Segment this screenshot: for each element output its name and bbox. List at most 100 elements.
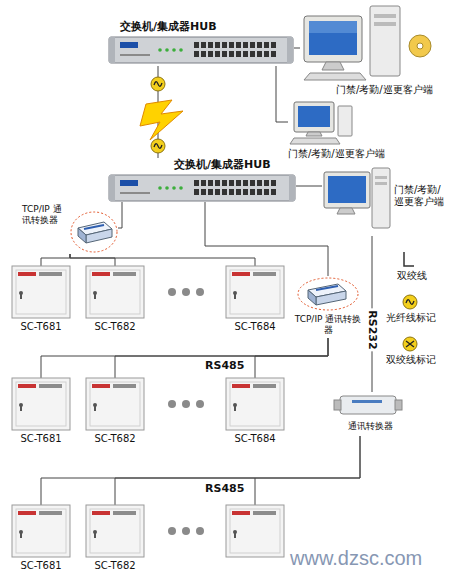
cabinet-lock [234,406,236,411]
disc-hole [417,43,423,49]
device-label: 门禁/考勤/巡更客户端 [288,148,408,160]
cabinet-door [16,382,66,426]
drive-bay [375,182,387,185]
cable [70,254,115,266]
port [257,51,262,57]
converter-body [340,396,396,414]
status-led [158,48,162,52]
port [201,189,206,195]
legend-text: 双绞线 [384,270,440,282]
device-label: SC-T684 [222,321,288,333]
label-holder: www.dzsc.com [290,546,422,570]
port [243,189,248,195]
monitor-stand [306,132,322,136]
cabinet-badge [92,511,110,515]
device-drawing [226,378,284,430]
cabinet-lock [94,406,96,411]
converter-stripe [316,286,338,290]
device-label: 交换机/集成器HUB [174,158,294,171]
cable [41,436,360,505]
panel-stripe [120,54,150,56]
port [194,51,199,57]
cabinet-lock [94,533,96,538]
client-computer: 门禁/考勤/巡更客户端 [288,100,408,164]
cable [255,338,328,378]
port [222,42,227,48]
cabinet-plate [113,384,136,388]
cable [115,436,360,505]
legend-line-sample [404,252,414,266]
device-label: 通讯转换器 [330,421,410,432]
port [257,180,262,186]
legend-entry: 双绞线 [384,270,440,282]
tcpip-converter: TCP/IP 通讯转换器 [22,204,118,254]
cabinet-body [86,266,144,318]
brand-badge [120,180,138,186]
dot [168,288,176,296]
legend-fiber-sample [403,295,417,309]
device-drawing [334,396,402,414]
switch-unit [109,37,293,63]
dot [182,288,190,296]
marker-disc [403,337,417,351]
status-led [165,186,169,190]
port [201,180,206,186]
wireless-bolt [140,100,183,140]
port [201,51,206,57]
pc-tower [370,6,400,76]
marker-wave [406,300,414,305]
cabinet-door [16,509,66,553]
port [250,51,255,57]
rack-ear [287,37,293,63]
cabinet-lock [20,406,22,411]
fiber-marker [151,139,165,153]
controller-cabinet [226,505,284,557]
device-label: SC-T681 [8,433,74,445]
device-drawing [86,378,144,430]
cabinet-lock [20,533,22,538]
cabinet-plate [113,511,136,515]
converter-front [78,228,86,243]
bus-label: RS485 [205,359,244,372]
port [271,51,276,57]
tcpip-converter: TCP/IP 通讯转换器 [292,276,364,338]
port [208,189,213,195]
marker-wave [154,144,162,149]
legend-text: 双绞线标记 [380,354,442,366]
device-label: 门禁/考勤/巡更客户端 [336,84,446,96]
dot [196,288,204,296]
cabinet-plate [253,384,276,388]
port [236,189,241,195]
device-label: TCP/IP 通讯转换器 [292,314,364,336]
port [194,42,199,48]
watermark: www.dzsc.com [290,546,422,570]
port [229,180,234,186]
monitor-stand [322,62,344,70]
terminal-block [395,400,402,410]
cabinet-door [230,270,280,314]
status-led [172,186,176,190]
port [236,180,241,186]
device-drawing [12,505,70,557]
port [271,189,276,195]
cabinet-door [16,270,66,314]
marker-disc [151,139,165,153]
device-label: 交换机/集成器HUB [120,20,290,33]
controller-cabinet: SC-T684 [222,266,288,336]
converter-front [308,290,316,305]
status-led [158,186,162,190]
port [236,51,241,57]
cabinet-body [226,378,284,430]
cabinet-lock [20,294,22,299]
cabinet-body [12,378,70,430]
converter-stripe [84,225,104,229]
cabinet-body [226,266,284,318]
dot [168,400,176,408]
port [222,180,227,186]
controller-cabinet: SC-T682 [82,266,148,336]
status-led [172,48,176,52]
cabinet-door [90,509,140,553]
label-holder: RS485 [205,359,244,372]
